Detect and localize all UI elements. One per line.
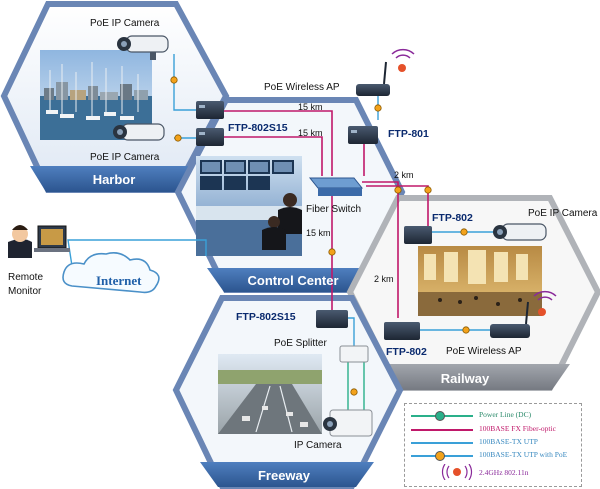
control-center-zone-label: Control Center <box>247 273 339 288</box>
distance-label-1: 15 km <box>298 102 323 112</box>
harbor-camera-top-icon <box>117 35 169 60</box>
utp-free-split <box>348 317 355 350</box>
harbor-camera-bottom-icon <box>113 123 165 141</box>
fiber-harbor1-to-switch <box>224 110 333 176</box>
control-center-photo <box>196 156 302 256</box>
freeway-camera-icon <box>323 409 373 437</box>
fiber-switch-icon <box>308 177 364 196</box>
distance-label-2: 15 km <box>298 128 323 138</box>
fiber-switch-to-rail <box>362 181 399 318</box>
freeway-zone-label: Freeway <box>257 468 311 483</box>
poe-splitter-label: PoE Splitter <box>274 338 327 349</box>
rail-camera-icon <box>493 223 547 241</box>
legend-label: 100BASE-TX UTP with PoE <box>479 450 568 459</box>
legend-item: 100BASE-TX UTP <box>405 437 581 449</box>
junction-dots <box>170 76 470 396</box>
legend-label: 2.4GHz 802.11n <box>479 468 529 477</box>
legend-label: 100BASE-TX UTP <box>479 437 538 446</box>
remote-monitor-icon <box>8 225 70 258</box>
fiber-lines <box>224 110 429 318</box>
freeway-banner <box>200 462 374 487</box>
ftp-801-label: FTP-801 <box>388 128 429 140</box>
power-lines <box>347 362 365 410</box>
remote-monitor-label-2: Monitor <box>8 286 42 297</box>
harbor-zone-label: Harbor <box>92 172 136 187</box>
ip-camera-label: IP Camera <box>294 440 342 451</box>
remote-monitor-label-1: Remote <box>8 272 44 283</box>
legend-item: Power Line (DC) <box>405 410 581 422</box>
legend-label: 100BASE FX Fiber-optic <box>479 424 556 433</box>
wireless-ap-top-label: PoE Wireless AP <box>264 82 340 93</box>
wireless-ap-rail-label: PoE Wireless AP <box>446 346 522 357</box>
ftp-box-harbor-2 <box>196 128 224 146</box>
distance-label-5: 2 km <box>374 274 394 284</box>
distance-label-3: 15 km <box>306 228 331 238</box>
legend-item: 2.4GHz 802.11n <box>405 464 581 480</box>
harbor-banner <box>30 166 194 192</box>
legend-item: 100BASE-TX UTP with PoE <box>405 450 581 462</box>
rail-camera-label: PoE IP Camera <box>528 208 598 219</box>
utp-internet <box>67 239 207 267</box>
ftp-802s15-top-label: FTP-802S15 <box>228 122 288 134</box>
ftp-802-rail-bottom-label: FTP-802 <box>386 346 427 358</box>
harbor-camera-top-label: PoE IP Camera <box>90 18 160 29</box>
internet-cloud-icon <box>62 252 160 294</box>
fiber-switch-label: Fiber Switch <box>306 204 362 215</box>
railway-zone-label: Railway <box>440 371 490 386</box>
distance-label-4: 2 km <box>394 170 414 180</box>
ftp-801-box <box>348 126 378 144</box>
freeway-photo <box>218 354 322 434</box>
fiber-harbor2-to-switch <box>224 136 323 176</box>
wifi-icon <box>441 464 473 480</box>
legend-item: 100BASE FX Fiber-optic <box>405 424 581 436</box>
ftp-802-rail-top-label: FTP-802 <box>432 212 473 224</box>
fiber-switch-to-ftp802 <box>366 185 429 232</box>
wireless-ap-top-icon <box>356 48 415 96</box>
ftp-802s15-free-box <box>316 310 348 328</box>
control-center-banner <box>207 268 375 292</box>
ftp-box-harbor-1 <box>196 101 224 119</box>
legend: Power Line (DC) 100BASE FX Fiber-optic 1… <box>404 403 582 487</box>
railway-photo <box>418 246 542 316</box>
internet-label: Internet <box>96 273 142 288</box>
utp-cam1 <box>173 54 196 111</box>
ftp-802s15-free-label: FTP-802S15 <box>236 311 296 323</box>
railway-banner <box>378 364 570 390</box>
legend-label: Power Line (DC) <box>479 410 532 419</box>
ftp-802-rail-bottom-box <box>384 322 420 340</box>
poe-splitter-icon <box>339 345 369 363</box>
harbor-camera-bottom-label: PoE IP Camera <box>90 152 160 163</box>
ftp-802-rail-top-box <box>404 226 432 244</box>
wireless-ap-rail-icon <box>490 290 557 338</box>
